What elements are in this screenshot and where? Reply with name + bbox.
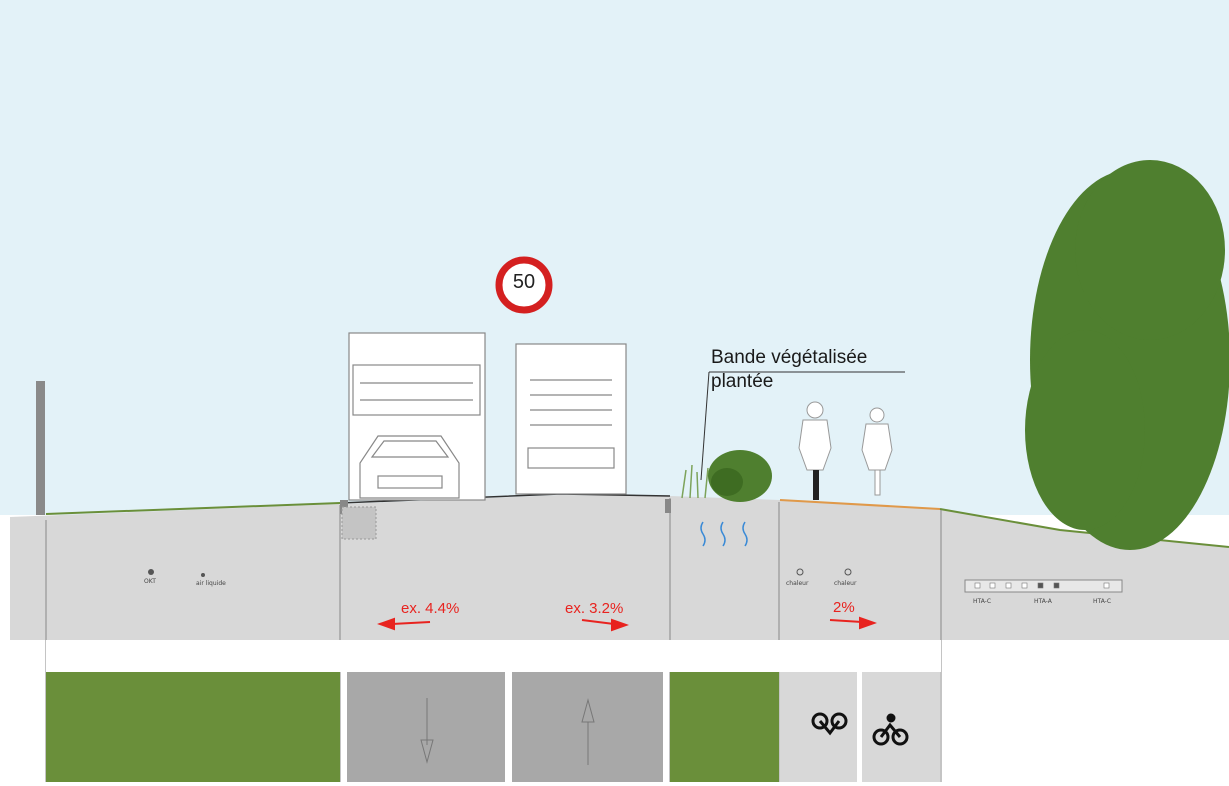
- speed-limit-sign: [495, 256, 553, 314]
- bicycle-icon: [811, 712, 848, 736]
- bike-surface-line: [779, 499, 941, 510]
- cable-duct: [964, 579, 1123, 593]
- slope-right-lane: ex. 3.2%: [565, 600, 624, 617]
- up-arrow-icon: [581, 698, 595, 765]
- grass-line: [45, 502, 341, 515]
- cyclist-icon: [798, 401, 832, 500]
- street-pole: [36, 381, 45, 515]
- slope-left-lane: ex. 4.4%: [401, 600, 460, 617]
- curb: [665, 499, 671, 513]
- utility-label: OKT: [144, 578, 156, 585]
- pipe-icon: [201, 573, 205, 577]
- plan-green-left: [46, 672, 340, 782]
- down-arrow-icon: [420, 698, 434, 764]
- planted-strip-label: Bande végétalisée plantée: [711, 346, 911, 394]
- slope-bike-path: 2%: [833, 599, 855, 616]
- plan-lane-left: [347, 672, 505, 782]
- slope-arrow-left: [377, 617, 431, 631]
- pipe-icon: [148, 569, 154, 575]
- right-grass-line: [939, 508, 1229, 548]
- planted-strip-label-line2: plantée: [711, 371, 774, 392]
- plan-bike-right: [862, 672, 940, 782]
- duct-cells: [974, 582, 1110, 589]
- car-front-view: [359, 435, 460, 499]
- slope-arrow-right: [581, 618, 629, 632]
- planted-strip: [681, 450, 772, 502]
- section-band: [46, 640, 941, 672]
- planted-strip-label-line1: Bande végétalisée: [711, 347, 868, 368]
- cyclist-icon: [861, 407, 893, 496]
- speed-limit-value: 50: [512, 271, 536, 293]
- utility-label: air liquide: [196, 580, 226, 587]
- duct-label: HTA-C: [973, 598, 992, 605]
- pipe-icon: [796, 568, 804, 576]
- duct-label: HTA-A: [1034, 598, 1052, 605]
- gravel-foundation: [341, 506, 377, 540]
- utility-label: chaleur: [786, 580, 809, 587]
- slope-arrow-bike: [829, 616, 877, 630]
- water-infiltration-icon: [700, 521, 748, 547]
- ground-section: [10, 495, 1229, 640]
- pipe-icon: [844, 568, 852, 576]
- truck-rear-view: [515, 343, 627, 495]
- bicycle-icon: [872, 713, 909, 746]
- utility-label: chaleur: [834, 580, 857, 587]
- plan-green-strip: [670, 672, 779, 782]
- tree: [1025, 160, 1229, 550]
- label-leader-line: [700, 371, 710, 481]
- duct-label: HTA-C: [1093, 598, 1112, 605]
